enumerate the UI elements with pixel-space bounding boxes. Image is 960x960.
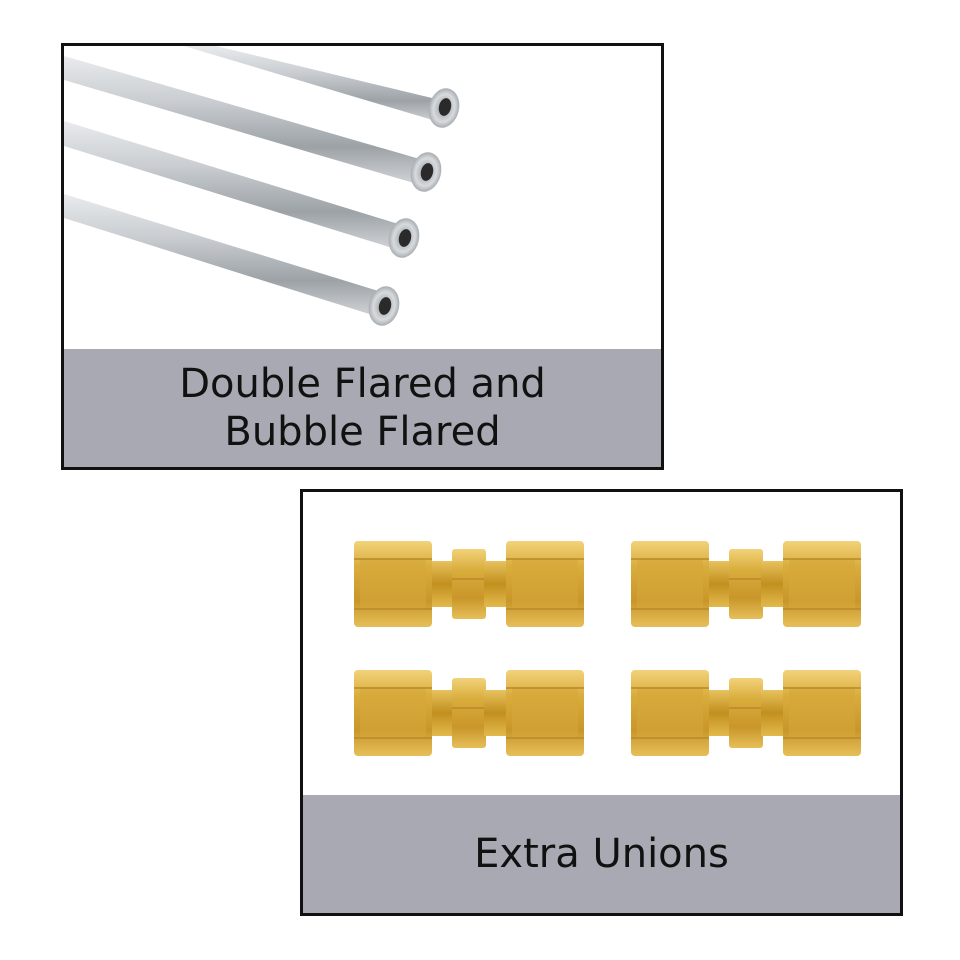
- unions-panel: Extra Unions: [300, 489, 903, 916]
- union-fitting-2: [630, 540, 862, 628]
- tube-4: [64, 194, 400, 326]
- tubes-caption: Double Flared and Bubble Flared: [64, 349, 661, 467]
- union-fitting-1: [353, 540, 585, 628]
- caption-line-2: Bubble Flared: [224, 409, 501, 455]
- brass-union-fittings-image: [353, 540, 862, 757]
- caption-line-1: Extra Unions: [474, 831, 729, 877]
- union-fitting-4: [630, 669, 862, 757]
- tube-1: [184, 46, 460, 128]
- unions-caption: Extra Unions: [303, 795, 900, 913]
- tubes-panel: Double Flared and Bubble Flared: [61, 43, 664, 470]
- caption-line-1: Double Flared and: [179, 361, 546, 407]
- union-fitting-3: [353, 669, 585, 757]
- steel-brake-tubes-image: [64, 46, 460, 326]
- tube-3: [64, 121, 420, 258]
- tube-2: [64, 56, 442, 192]
